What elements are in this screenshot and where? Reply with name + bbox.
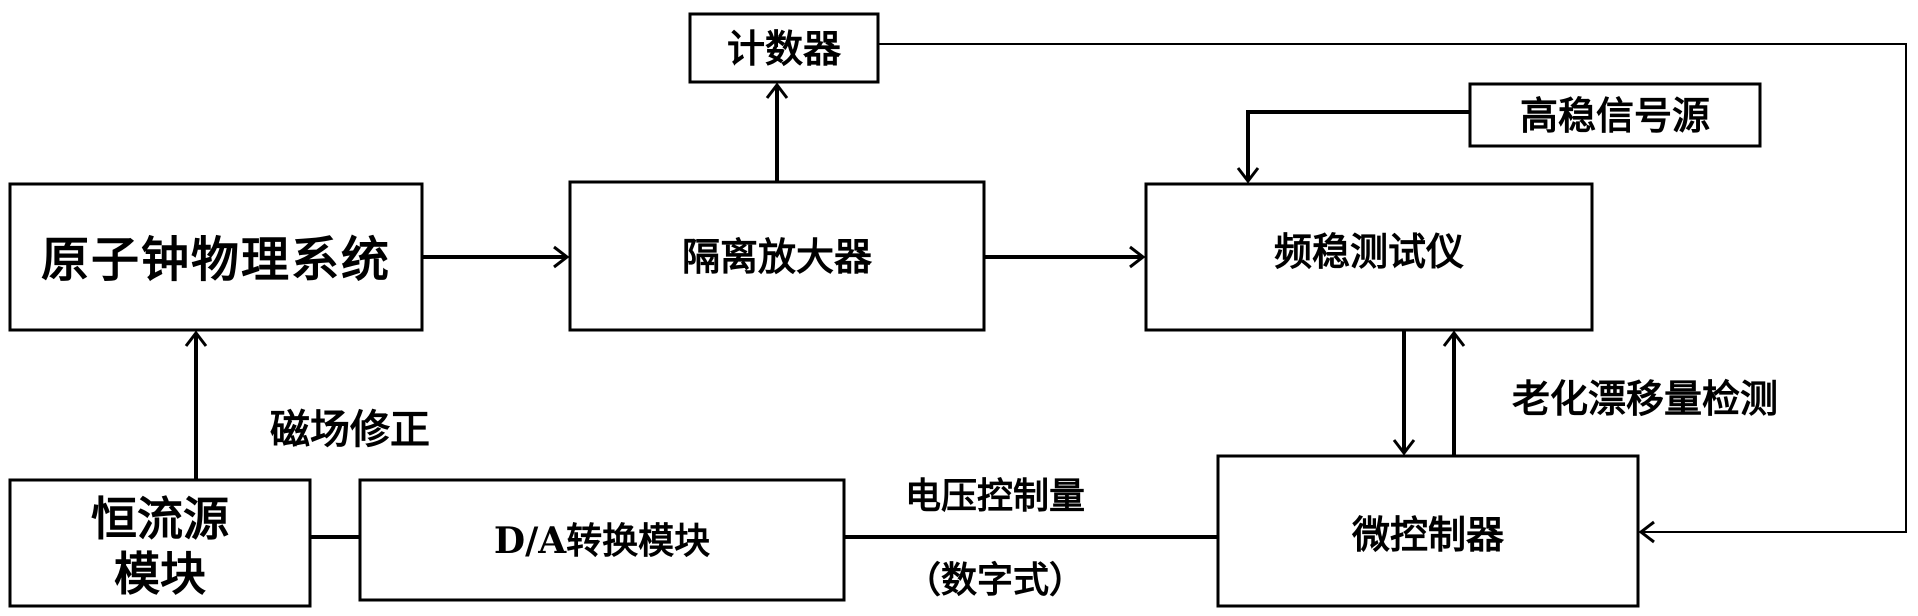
da-module-label: D/A转换模块 [494, 520, 710, 562]
current-source-label-line1: 恒流源 [91, 492, 229, 546]
current-source-label-line2: 模块 [114, 547, 206, 601]
counter-label: 计数器 [727, 26, 842, 71]
microcontroller-label: 微控制器 [1351, 512, 1505, 557]
isolation-amp-label: 隔离放大器 [682, 234, 873, 279]
reference-source-label: 高稳信号源 [1520, 93, 1710, 138]
freq-tester-label: 频稳测试仪 [1274, 229, 1464, 274]
arrow-reference-to-tester [1248, 112, 1470, 180]
digital-format-label: （数字式） [905, 559, 1085, 601]
aging-detection-label: 老化漂移量检测 [1512, 376, 1778, 421]
physics-system-label: 原子钟物理系统 [41, 232, 391, 288]
magnetic-correction-label: 磁场修正 [270, 406, 430, 453]
voltage-control-label: 电压控制量 [905, 475, 1085, 517]
